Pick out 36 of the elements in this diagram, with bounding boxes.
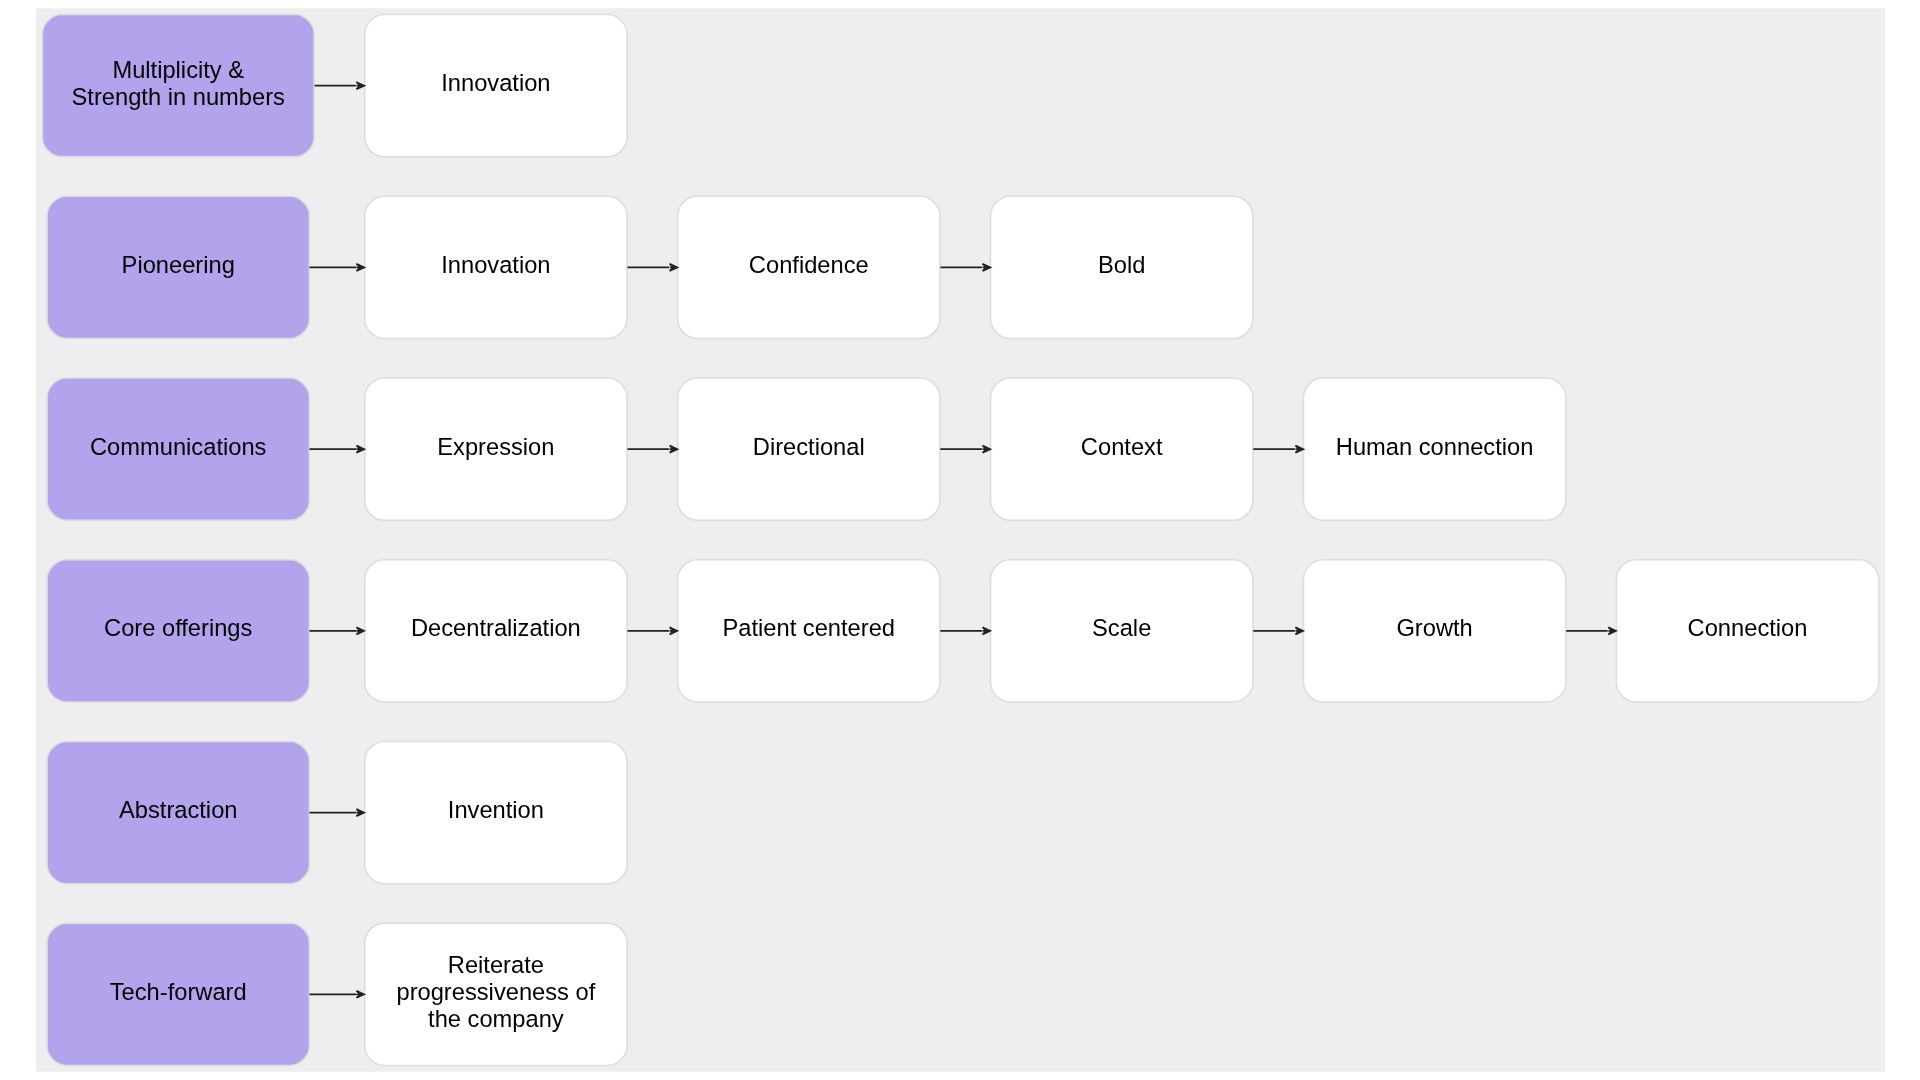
arrow xyxy=(308,444,365,454)
node-box: Directional xyxy=(676,377,941,522)
node-box: Tech-forward xyxy=(45,922,310,1067)
node-box: Innovation xyxy=(363,195,628,340)
node-box: Reiterate progressiveness of the company xyxy=(363,922,628,1067)
node-box: Growth xyxy=(1302,558,1567,703)
arrow xyxy=(1564,626,1617,636)
node-box: Scale xyxy=(989,558,1254,703)
node-box: Context xyxy=(989,377,1254,522)
node-box: Abstraction xyxy=(45,740,310,885)
node-box: Innovation xyxy=(363,13,628,158)
arrow xyxy=(939,626,991,636)
node-box: Expression xyxy=(363,377,628,522)
node-box: Decentralization xyxy=(363,558,628,703)
arrow xyxy=(626,263,678,272)
arrow xyxy=(308,990,365,999)
arrow xyxy=(313,81,365,90)
arrow xyxy=(626,626,678,636)
node-box: Multiplicity & Strength in numbers xyxy=(41,13,315,158)
arrow xyxy=(1252,626,1304,636)
node-box: Connection xyxy=(1615,558,1879,703)
arrow xyxy=(308,263,365,272)
arrow xyxy=(1252,444,1304,454)
arrow xyxy=(308,808,365,817)
node-box: Invention xyxy=(363,740,628,885)
arrow xyxy=(939,263,991,272)
node-box: Confidence xyxy=(676,195,941,340)
arrow xyxy=(626,444,678,454)
arrow xyxy=(939,444,991,454)
node-box: Patient centered xyxy=(676,558,941,703)
node-box: Communications xyxy=(45,377,310,522)
node-box: Core offerings xyxy=(45,558,310,703)
arrow xyxy=(308,626,365,636)
node-box: Pioneering xyxy=(45,195,310,340)
node-box: Bold xyxy=(989,195,1254,340)
node-box: Human connection xyxy=(1302,377,1567,522)
